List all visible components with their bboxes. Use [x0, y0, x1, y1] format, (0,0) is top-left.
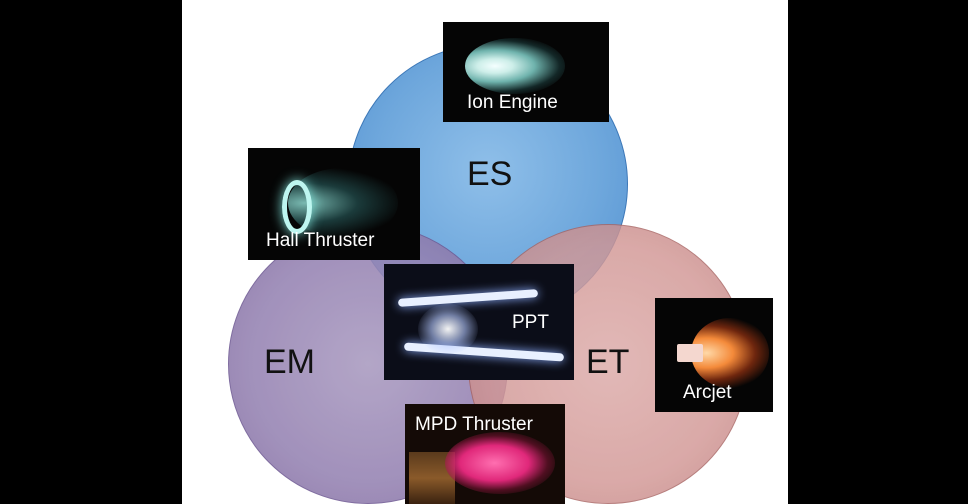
thruster-ring [282, 180, 312, 234]
nozzle [677, 344, 703, 362]
em-set-label: EM [264, 343, 315, 381]
discharge-glow [418, 304, 478, 354]
es-set-label: ES [467, 155, 513, 193]
ion-engine-photo: Ion Engine [443, 22, 609, 122]
plume-glow [691, 318, 769, 388]
ppt-caption: PPT [512, 312, 549, 333]
mpd-thruster-photo: MPD Thruster [405, 404, 565, 504]
electrode-rail [397, 289, 539, 307]
arcjet-photo: Arcjet [655, 298, 773, 412]
ppt-photo: PPT [384, 264, 574, 380]
mpd-thruster-caption: MPD Thruster [415, 414, 533, 435]
venn-diagram-slide: ES EM ET Ion Engine Hall Thruster PPT Ar… [182, 0, 788, 504]
et-set-label: ET [586, 343, 630, 381]
arcjet-caption: Arcjet [683, 382, 732, 403]
plume-glow [465, 38, 565, 94]
hall-thruster-photo: Hall Thruster [248, 148, 420, 260]
ion-engine-caption: Ion Engine [467, 92, 558, 113]
hall-thruster-caption: Hall Thruster [266, 230, 375, 251]
plume-glow [445, 432, 555, 494]
